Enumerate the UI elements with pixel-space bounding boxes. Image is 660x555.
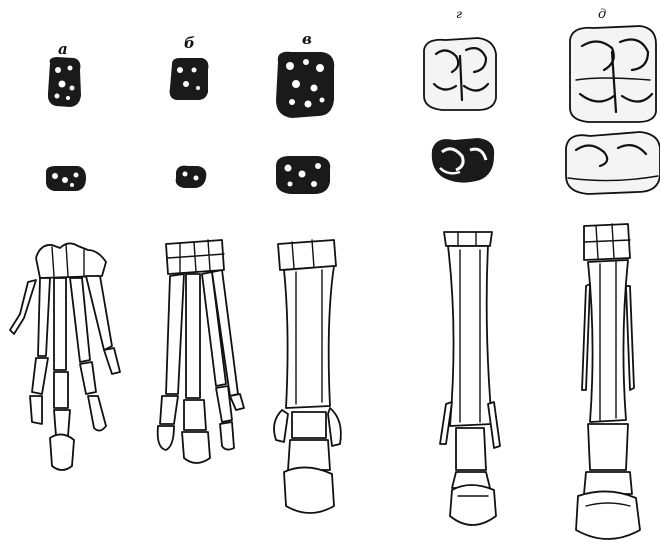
label-v: в <box>302 32 312 47</box>
foot-skeleton-b <box>158 240 244 463</box>
label-a: а <box>58 42 68 57</box>
upper-molar-g <box>424 38 496 110</box>
lower-molar-c <box>276 156 330 194</box>
label-d: д <box>598 8 606 21</box>
upper-molar-c <box>276 52 334 118</box>
foot-skeleton-c <box>274 240 341 513</box>
column-b <box>158 58 244 463</box>
foot-skeleton-d <box>576 224 640 539</box>
lower-molar-d <box>566 132 660 194</box>
column-a <box>10 57 120 470</box>
lower-molar-a <box>46 166 86 191</box>
lower-molar-b <box>176 166 207 188</box>
column-c <box>274 52 341 513</box>
upper-molar-d <box>570 26 656 122</box>
label-b: б <box>184 36 195 51</box>
column-g <box>424 38 500 525</box>
lower-molar-g <box>432 138 494 183</box>
foot-skeleton-a <box>10 243 120 470</box>
upper-molar-b <box>170 58 209 100</box>
column-d <box>566 26 660 539</box>
foot-skeleton-g <box>440 232 500 525</box>
upper-molar-a <box>48 57 81 107</box>
label-g: г <box>456 8 462 20</box>
